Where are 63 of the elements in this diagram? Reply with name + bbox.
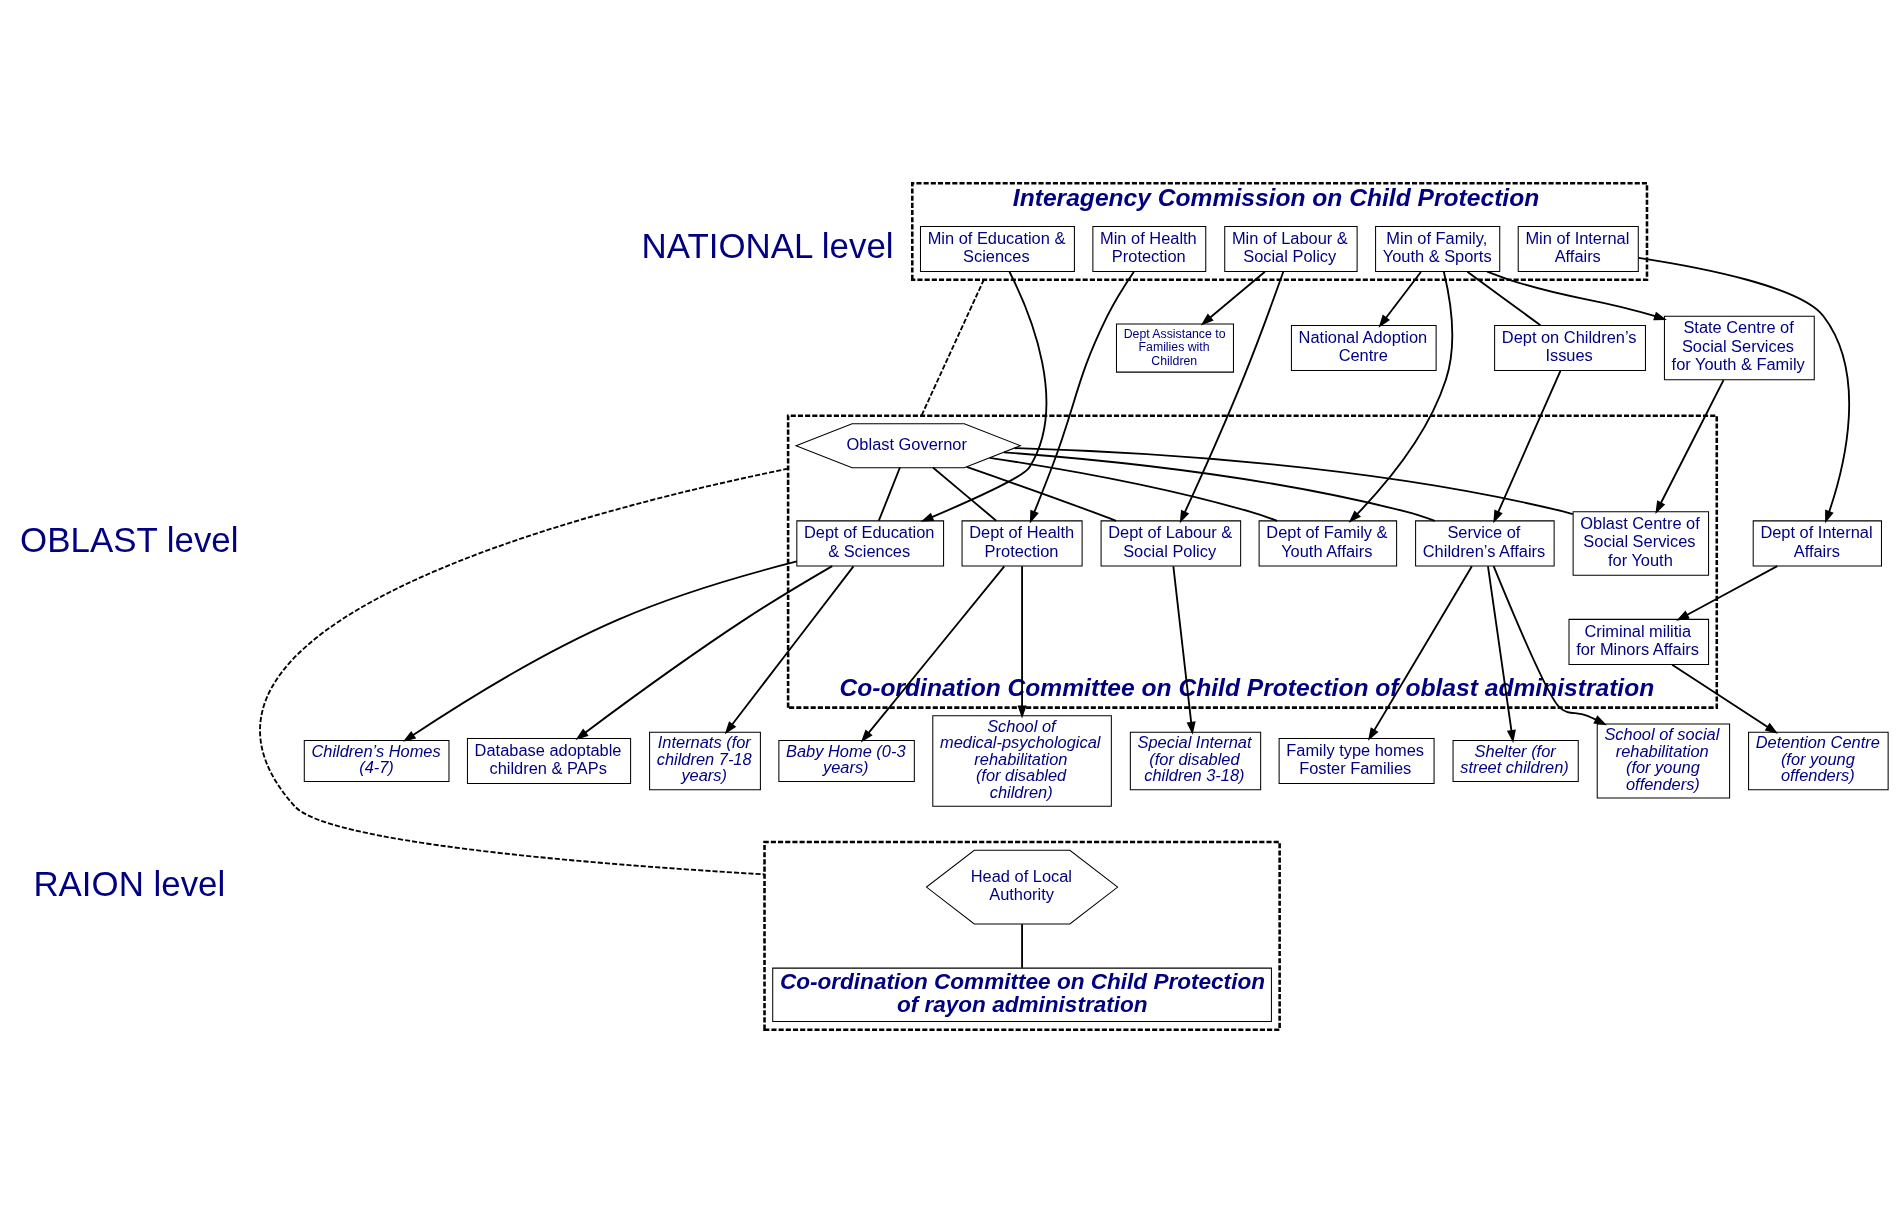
arrow — [1655, 379, 1725, 514]
node-box: Dept of Education & Sciences — [796, 520, 945, 567]
node-box: Oblast Centre of Social Services for Youth — [1572, 511, 1710, 576]
connector — [1466, 270, 1542, 327]
node-box: Criminal militia for Minors Affairs — [1568, 618, 1710, 666]
arrow — [1671, 663, 1778, 734]
cluster — [763, 840, 1281, 1031]
node-box: Dept of Internal Affairs — [1752, 520, 1882, 567]
node-box: Dept on Children’s Issues — [1494, 324, 1646, 372]
arrow — [1200, 270, 1266, 326]
node-box: Co-ordination Committee on Child Protection of rayon administration — [772, 967, 1272, 1022]
node-box: Dept Assistance to Families with Children — [1115, 323, 1234, 373]
node-box: Min of Internal Affairs — [1517, 225, 1639, 273]
arrow — [860, 565, 1006, 743]
arrow — [1179, 270, 1285, 524]
connector — [931, 466, 998, 522]
connector — [1003, 451, 1436, 522]
node-box: Children’s Homes (4-7) — [303, 739, 450, 783]
node-box: Min of Labour & Social Policy — [1224, 225, 1358, 273]
connector — [259, 467, 790, 876]
node-box: Dept of Labour & Social Policy — [1100, 520, 1242, 567]
arrow — [402, 560, 798, 742]
node-box: Service of Children’s Affairs — [1415, 520, 1555, 567]
node-box: School of medical-psychological rehabilitation (for disabled children) — [932, 715, 1112, 807]
connector — [988, 456, 1279, 522]
node-box: Dept of Family & Youth Affairs — [1258, 520, 1398, 567]
node-box: Min of Family, Youth & Sports — [1375, 225, 1501, 273]
node-box: Min of Health Protection — [1092, 225, 1207, 273]
arrow — [1637, 256, 1851, 524]
arrow — [1493, 369, 1562, 524]
label: RAION level — [33, 864, 226, 904]
arrow — [920, 270, 1048, 522]
arrow — [1348, 270, 1453, 523]
connector — [965, 465, 1118, 522]
connector — [1013, 447, 1574, 515]
arrow — [1017, 565, 1027, 719]
arrow — [1029, 270, 1135, 524]
node-box: Detention Centre (for young offenders) — [1748, 731, 1889, 791]
node-box: Special Internat (for disabled children 3-18) — [1129, 731, 1262, 791]
node-box: School of social rehabilitation (for young offenders) — [1596, 723, 1731, 799]
arrow — [1676, 565, 1779, 621]
arrow — [1368, 565, 1473, 741]
label: NATIONAL level — [641, 225, 894, 265]
connector — [877, 466, 901, 522]
node-box: Internats (for children 7-18 years) — [649, 731, 761, 791]
node-box: Family type homes Foster Families — [1278, 737, 1435, 785]
arrow — [1172, 565, 1196, 735]
node-box: State Centre of Social Services for Youth & Family — [1663, 315, 1815, 381]
node-box: Shelter (for street children) — [1452, 739, 1579, 783]
node-box: Dept of Health Protection — [961, 520, 1083, 567]
arrow — [1486, 270, 1667, 321]
arrow — [1378, 271, 1422, 328]
arrow — [724, 565, 855, 735]
node-box: National Adoption Centre — [1290, 324, 1437, 372]
node-box: Min of Education & Sciences — [919, 225, 1075, 273]
connector — [1021, 923, 1023, 969]
arrow — [1492, 565, 1607, 726]
node-box: Baby Home (0-3 years) — [778, 739, 915, 783]
node-box: Database adoptable children & PAPs — [466, 737, 632, 785]
connector — [920, 278, 985, 417]
arrow — [575, 565, 834, 740]
label: OBLAST level — [20, 520, 239, 560]
arrow — [1487, 565, 1516, 744]
